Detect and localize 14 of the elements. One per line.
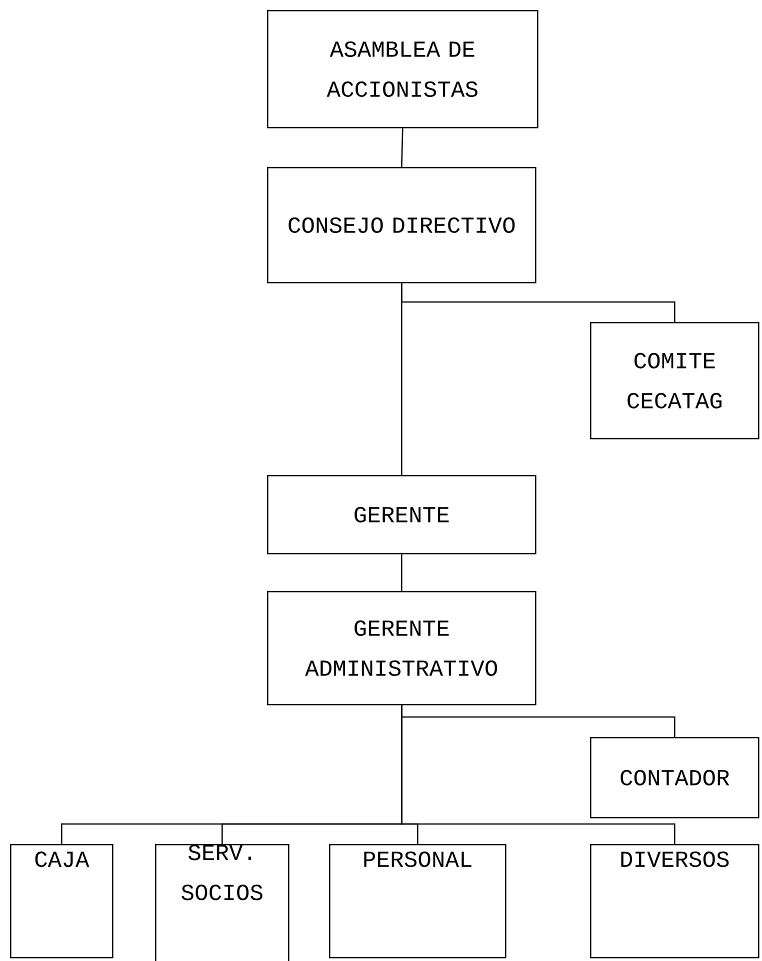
org-box: CONTADOR [590,737,760,818]
org-box: DIVERSOS [590,844,760,958]
org-box: ASAMBLEA DE ACCIONISTAS [267,10,538,128]
org-box: COMITE CECATAG [590,322,760,440]
org-box: CAJA [10,844,114,958]
connector-line [401,554,402,591]
connector-line [401,283,402,475]
connector-line [401,705,676,844]
org-box: PERSONAL [329,844,506,958]
org-box: GERENTE ADMINISTRATIVO [267,591,536,706]
org-box: GERENTE [267,475,536,554]
connector-line [401,128,404,168]
org-box: CONSEJO DIRECTIVO [267,167,536,284]
org-box: SERV. SOCIOS [155,844,290,961]
